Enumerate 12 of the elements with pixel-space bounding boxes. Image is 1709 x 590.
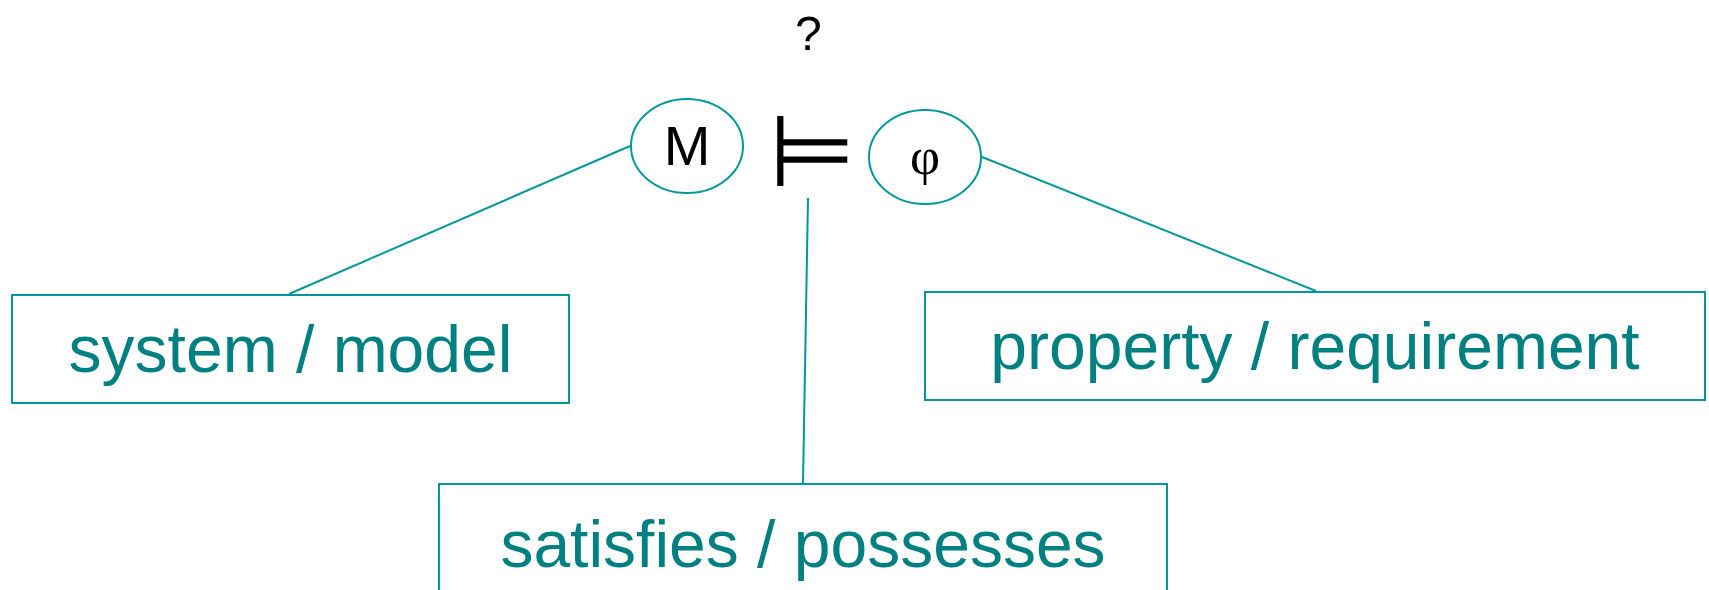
- label-box: [924, 291, 1706, 401]
- ellipse-node: [630, 98, 744, 194]
- question-mark-label: ?: [795, 10, 822, 58]
- models-symbol: ⊨: [768, 102, 856, 202]
- ellipse-node: [868, 109, 982, 205]
- connector-line: [288, 145, 631, 295]
- label-box: [438, 483, 1168, 590]
- label-box: [11, 294, 570, 404]
- node-text: M: [663, 118, 711, 174]
- connector-line: [802, 197, 809, 484]
- connector-line: [981, 156, 1317, 292]
- node-text: φ: [910, 131, 940, 183]
